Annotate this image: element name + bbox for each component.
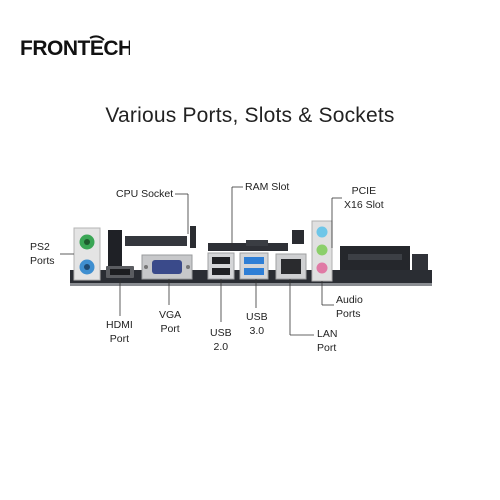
usb2-ports bbox=[207, 252, 235, 280]
component-block bbox=[108, 230, 122, 270]
pcie-label: PCIE X16 Slot bbox=[344, 185, 384, 211]
cpu-socket-label: CPU Socket bbox=[116, 188, 174, 200]
frontech-logo: FRONTECH bbox=[20, 35, 130, 60]
hdmi-label: HDMI Port bbox=[106, 319, 133, 345]
cpu-socket-shape bbox=[125, 236, 187, 246]
logo-text: FRONTECH bbox=[20, 37, 130, 60]
usb2-label: USB 2.0 bbox=[210, 327, 232, 353]
audio-line-in-jack bbox=[316, 226, 328, 238]
component-small bbox=[412, 254, 428, 270]
component-small bbox=[292, 230, 304, 244]
vga-label: VGA Port bbox=[159, 309, 182, 335]
audio-line-out-jack bbox=[316, 244, 328, 256]
page-title: Various Ports, Slots & Sockets bbox=[105, 104, 395, 127]
usb3-label: USB 3.0 bbox=[246, 311, 268, 337]
vga-connector bbox=[152, 260, 182, 274]
audio-label: Audio Ports bbox=[336, 294, 363, 320]
leader-lines bbox=[60, 186, 342, 336]
logo-swoosh-icon bbox=[89, 35, 105, 41]
ram-slot-shape bbox=[208, 243, 288, 251]
pcie-contacts bbox=[348, 254, 402, 260]
pcb-edge bbox=[70, 283, 432, 286]
ram-slot-label: RAM Slot bbox=[245, 181, 290, 193]
audio-mic-jack bbox=[316, 262, 328, 274]
ps2-label: PS2 Ports bbox=[30, 241, 55, 267]
usb3-ports bbox=[239, 252, 269, 280]
ram-clip bbox=[246, 240, 268, 246]
lan-label: LAN Port bbox=[317, 328, 338, 354]
socket-lever bbox=[190, 226, 196, 248]
